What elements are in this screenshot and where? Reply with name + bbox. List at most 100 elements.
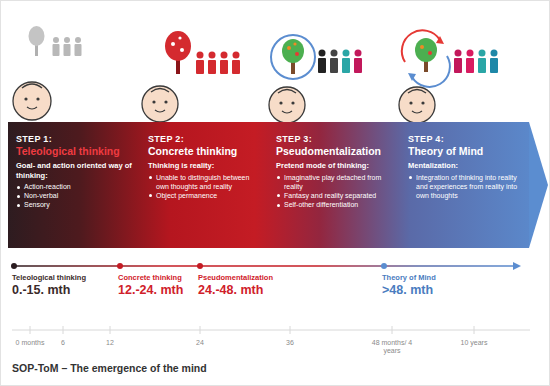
- step-band: STEP 1:Teleological thinkingGoal- and ac…: [8, 122, 140, 248]
- red-people: [196, 52, 240, 75]
- baby-face-part: [282, 111, 292, 113]
- age-axis-part: [12, 330, 530, 331]
- axis-tick-label: 10 years: [461, 339, 488, 347]
- colored-people: [318, 50, 362, 74]
- baby-face-part: [412, 111, 422, 113]
- bullet-item: Self-other differentiation: [276, 200, 394, 209]
- red-tree-part: [180, 48, 184, 52]
- tree-with-cycle-part: [420, 45, 424, 49]
- timeline-arrow: [11, 262, 521, 270]
- colored-people-part: [331, 50, 338, 57]
- red-people-part: [196, 60, 204, 74]
- colored-people-part: [466, 58, 474, 73]
- age-axis-part: [290, 326, 291, 334]
- bullet-item: Imaginative play detached from reality: [276, 173, 394, 191]
- phase-name: Concrete thinking: [118, 273, 182, 282]
- axis-tick-label: 6: [61, 339, 65, 347]
- phase-range: 12.-24. mth: [118, 283, 183, 297]
- grey-tree: [29, 26, 45, 56]
- colored-people: [454, 50, 498, 74]
- step-title: Theory of Mind: [408, 145, 523, 158]
- age-axis-part: [30, 326, 31, 334]
- bullet-item: Sensory: [16, 200, 134, 209]
- baby-face-part: [142, 86, 178, 122]
- red-people-part: [197, 52, 204, 59]
- grey-people-part: [75, 37, 81, 43]
- bullet-dot: [277, 204, 280, 207]
- age-axis-part: [110, 326, 111, 334]
- timeline-arrow-part: [513, 262, 521, 270]
- axis-tick-label: 48 months/ 4 years: [370, 339, 414, 355]
- step-band: STEP 2:Concrete thinkingThinking is real…: [140, 122, 268, 248]
- bullet-dot: [17, 195, 20, 198]
- baby-face-part: [155, 110, 165, 112]
- caption: SOP-ToM – The emergence of the mind: [12, 362, 207, 374]
- red-tree-part: [178, 36, 181, 39]
- red-people-part: [232, 60, 240, 74]
- red-people-part: [208, 60, 216, 74]
- age-axis-part: [474, 326, 475, 334]
- baby-face: [13, 82, 51, 120]
- tree-with-cycle-part: [436, 36, 444, 44]
- baby-face-part: [24, 97, 27, 100]
- red-people-part: [233, 52, 240, 59]
- tree-with-cycle-part: [402, 30, 440, 62]
- age-axis-part: [392, 326, 393, 334]
- baby-face-part: [408, 90, 426, 94]
- baby-face-part: [399, 87, 435, 123]
- step-number: STEP 4:: [408, 134, 523, 145]
- age-axis-part: [63, 326, 64, 334]
- grey-people-part: [53, 44, 60, 56]
- baby-face-part: [278, 90, 296, 94]
- baby-face-part: [409, 101, 412, 104]
- tree-with-cycle-part: [428, 51, 432, 55]
- timeline-arrow-part: [11, 263, 17, 269]
- bullet-item: Non-verbal: [16, 191, 134, 200]
- baby-face-part: [151, 89, 169, 93]
- age-axis-part: [200, 326, 201, 334]
- colored-people-part: [355, 50, 362, 57]
- phase-range: 24.-48. mth: [198, 283, 263, 297]
- bullet-dot: [277, 176, 280, 179]
- tree-in-circle-part: [293, 42, 296, 45]
- phase-name: Theory of Mind: [382, 273, 436, 282]
- tree-in-circle: [271, 35, 315, 79]
- band-arrow-tip: [529, 122, 548, 248]
- timeline-arrow-part: [197, 263, 203, 269]
- bullet-item: Unable to distinguish between own though…: [148, 173, 262, 191]
- colored-people-part: [318, 58, 326, 73]
- phase-name: Teleological thinking: [12, 273, 86, 282]
- colored-people-part: [342, 58, 350, 73]
- bullet-dot: [149, 176, 152, 179]
- colored-people-part: [467, 50, 474, 57]
- baby-face-part: [152, 100, 155, 103]
- red-tree-part: [165, 31, 191, 61]
- red-people-part: [221, 52, 228, 59]
- phase-range: 0.-15. mth: [12, 283, 70, 297]
- axis-tick-label: 36: [286, 339, 294, 347]
- colored-people-part: [455, 50, 462, 57]
- grey-people: [53, 37, 82, 56]
- bullet-item: Action-reaction: [16, 182, 134, 191]
- baby-face-part: [164, 100, 167, 103]
- baby-face-part: [279, 101, 282, 104]
- bullet-dot: [277, 194, 280, 197]
- step-title: Pseudomentalization: [276, 145, 394, 158]
- bullet-dot: [409, 176, 412, 179]
- colored-people-part: [343, 50, 350, 57]
- tree-in-circle-part: [282, 39, 304, 63]
- bullet-dot: [17, 186, 20, 189]
- grey-people-part: [64, 37, 70, 43]
- timeline-arrow-part: [117, 263, 123, 269]
- step-subtitle: Goal- and action oriented way of thinkin…: [16, 161, 134, 180]
- bullet-item: Fantasy and reality separated: [276, 191, 394, 200]
- grey-tree-part: [29, 26, 45, 46]
- baby-face-part: [421, 101, 424, 104]
- step-subtitle: Thinking is reality:: [148, 161, 262, 170]
- bullet-item: Integration of thinking into reality and…: [408, 173, 523, 200]
- colored-people-part: [319, 50, 326, 57]
- red-people-part: [209, 52, 216, 59]
- grey-people-part: [64, 44, 71, 56]
- colored-people-part: [491, 50, 498, 57]
- baby-face-part: [291, 101, 294, 104]
